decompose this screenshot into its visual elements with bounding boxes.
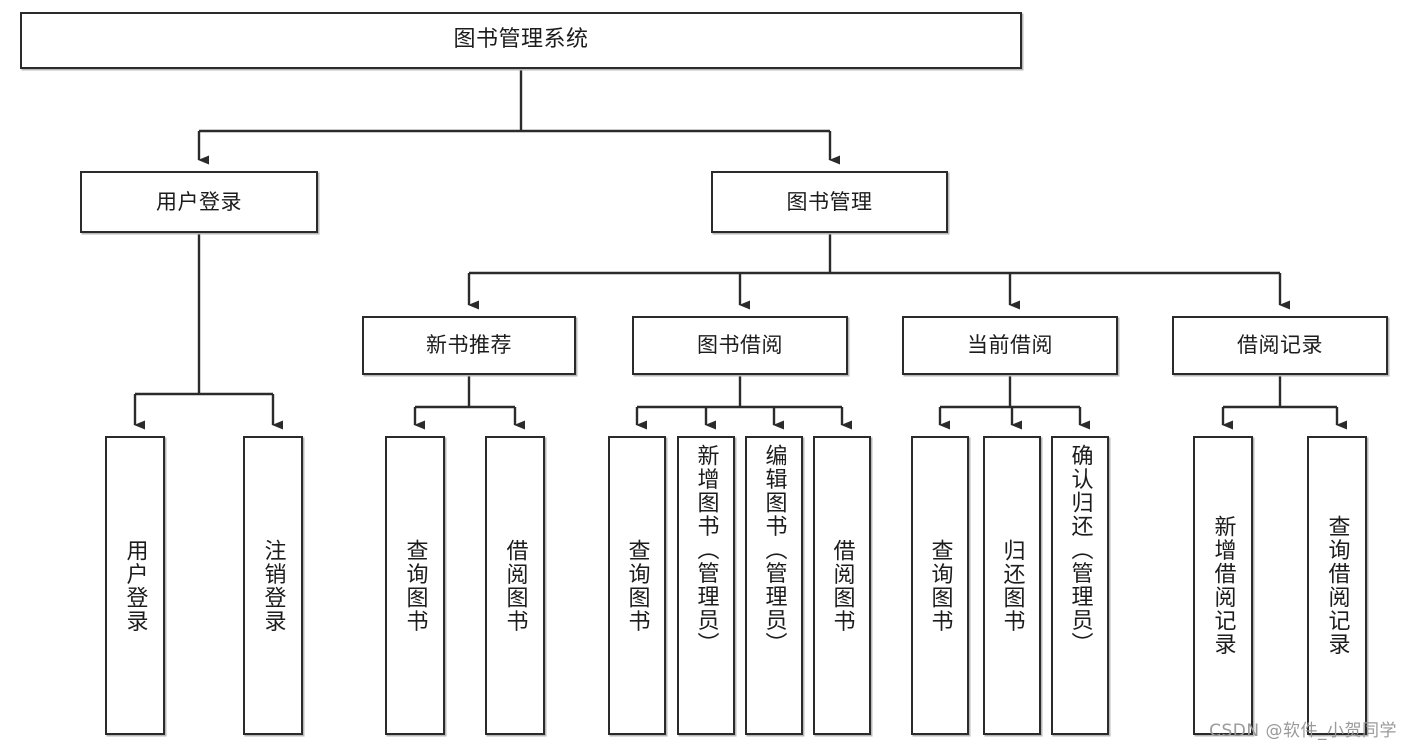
node-leaf-confirm-return-admin-label: 确认归还（管理员） — [1067, 444, 1093, 656]
node-leaf-confirm-return-admin[interactable]: 确认归还（管理员） — [1051, 436, 1109, 735]
node-new-book-recommend[interactable]: 新书推荐 — [362, 316, 576, 375]
node-leaf-add-borrow-record-label: 新增借阅记录 — [1210, 515, 1236, 656]
node-leaf-borrow-book-label: 借阅图书 — [829, 538, 855, 633]
node-leaf-return-book[interactable]: 归还图书 — [983, 436, 1041, 735]
node-user-login-label: 用户登录 — [156, 189, 242, 214]
node-borrow-records[interactable]: 借阅记录 — [1172, 316, 1388, 375]
node-book-borrow[interactable]: 图书借阅 — [632, 316, 848, 375]
node-book-management-label: 图书管理 — [786, 189, 873, 214]
node-leaf-edit-book-admin-label: 编辑图书（管理员） — [761, 444, 787, 656]
node-leaf-search-book-recommend-label: 查询图书 — [402, 538, 428, 633]
node-book-management[interactable]: 图书管理 — [711, 171, 948, 233]
node-leaf-return-book-label: 归还图书 — [999, 538, 1025, 633]
node-leaf-search-borrow-record[interactable]: 查询借阅记录 — [1307, 436, 1367, 735]
node-leaf-borrow-book[interactable]: 借阅图书 — [813, 436, 871, 735]
node-leaf-search-book-borrow[interactable]: 查询图书 — [608, 436, 666, 735]
node-leaf-logout-label: 注销登录 — [260, 538, 286, 633]
node-root[interactable]: 图书管理系统 — [20, 12, 1022, 69]
node-current-borrow-label: 当前借阅 — [967, 333, 1053, 358]
node-leaf-logout[interactable]: 注销登录 — [243, 436, 303, 735]
node-current-borrow[interactable]: 当前借阅 — [902, 316, 1118, 375]
node-leaf-search-book-recommend[interactable]: 查询图书 — [385, 436, 445, 735]
node-borrow-records-label: 借阅记录 — [1237, 333, 1323, 358]
node-leaf-search-book-borrow-label: 查询图书 — [624, 538, 650, 633]
node-leaf-search-borrow-record-label: 查询借阅记录 — [1324, 515, 1350, 656]
node-leaf-borrow-book-recommend[interactable]: 借阅图书 — [485, 436, 545, 735]
node-new-book-recommend-label: 新书推荐 — [426, 333, 512, 358]
node-leaf-search-book-current-label: 查询图书 — [927, 538, 953, 633]
node-leaf-search-book-current[interactable]: 查询图书 — [911, 436, 969, 735]
node-leaf-borrow-book-recommend-label: 借阅图书 — [502, 538, 528, 633]
node-leaf-add-book-admin[interactable]: 新增图书（管理员） — [677, 436, 735, 735]
watermark-text: CSDN @软件_小贺同学 — [1209, 721, 1397, 741]
node-book-borrow-label: 图书借阅 — [697, 333, 783, 358]
node-leaf-add-borrow-record[interactable]: 新增借阅记录 — [1193, 436, 1253, 735]
node-leaf-user-login-label: 用户登录 — [122, 538, 148, 633]
node-user-login[interactable]: 用户登录 — [80, 171, 318, 233]
node-leaf-add-book-admin-label: 新增图书（管理员） — [693, 444, 719, 656]
node-root-label: 图书管理系统 — [453, 27, 589, 53]
node-leaf-user-login[interactable]: 用户登录 — [105, 436, 165, 735]
node-leaf-edit-book-admin[interactable]: 编辑图书（管理员） — [745, 436, 803, 735]
